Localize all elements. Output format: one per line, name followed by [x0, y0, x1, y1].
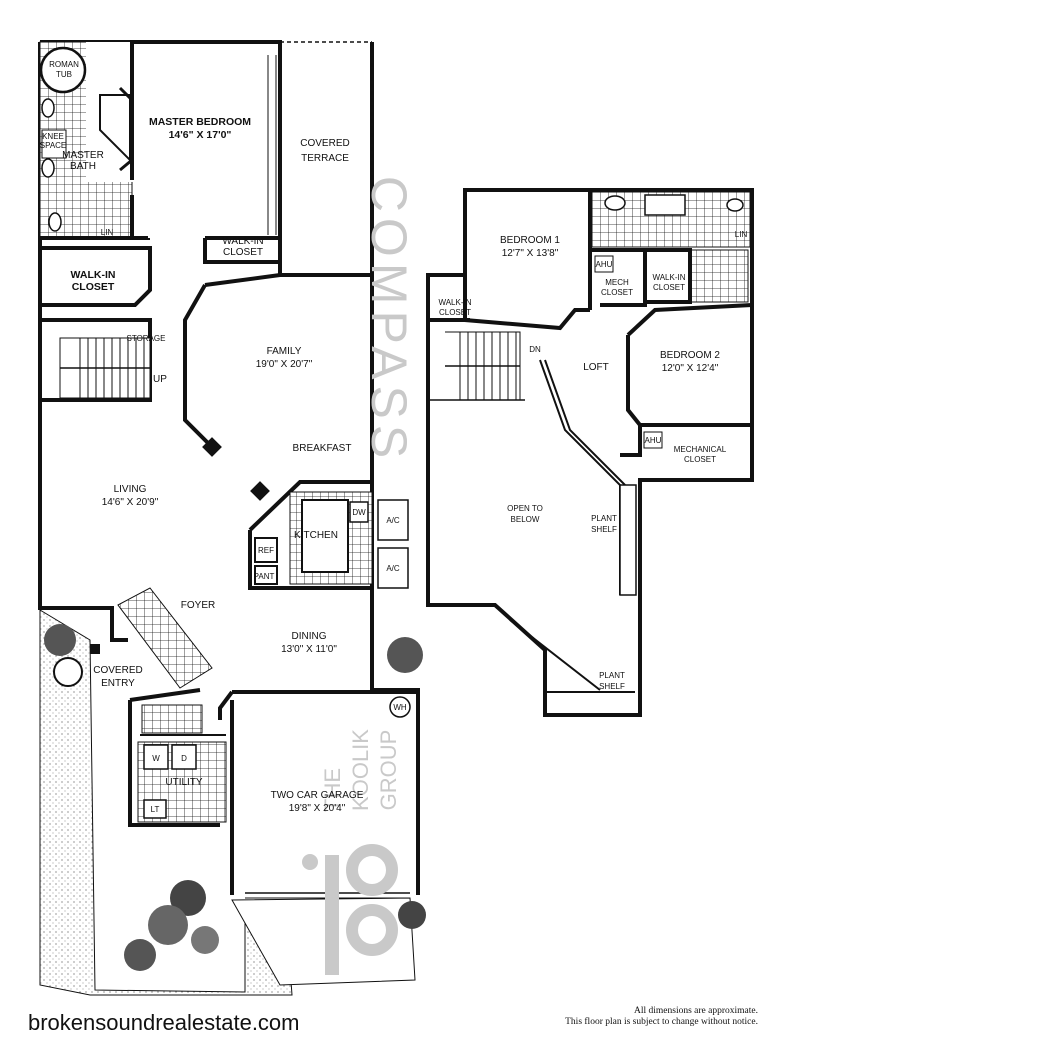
site-url: brokensoundrealestate.com	[28, 1010, 300, 1035]
label-ac-1: A/C	[386, 516, 400, 525]
label-covered-entry-2: ENTRY	[101, 678, 135, 689]
label-knee-space-2: SPACE	[40, 141, 67, 150]
label-mech-closet: MECH	[605, 278, 629, 287]
label-mech-closet-2: CLOSET	[601, 288, 633, 297]
label-walkin-upper-2: CLOSET	[653, 283, 685, 292]
label-dryer: D	[181, 754, 187, 763]
label-breakfast: BREAKFAST	[293, 443, 352, 454]
label-garage-dim: 19'8" X 20'4"	[289, 803, 346, 814]
label-knee-space: KNEE	[42, 132, 64, 141]
label-mechanical-closet: MECHANICAL	[674, 445, 727, 454]
label-bedroom-2: BEDROOM 2	[660, 350, 720, 361]
watermark-compass: COMPASS	[361, 176, 417, 464]
label-lin-1: LIN	[101, 228, 114, 237]
walkin-bed2-floor	[689, 249, 749, 303]
label-walkin-master: WALK-IN	[222, 236, 263, 247]
first-floor	[38, 40, 426, 996]
watermark-the: THE	[320, 768, 345, 812]
label-walkin-bed1-2: CLOSET	[439, 308, 471, 317]
label-covered-entry: COVERED	[93, 665, 142, 676]
disclaimer-line-2: This floor plan is subject to change wit…	[565, 1017, 758, 1027]
second-floor	[426, 188, 754, 717]
shrubs	[44, 624, 426, 971]
label-walkin-left: WALK-IN	[71, 269, 116, 281]
label-lin-2: LIN	[735, 230, 748, 239]
label-open-to-below: OPEN TO	[507, 504, 543, 513]
watermark-koolik: KOOLIK	[348, 729, 373, 811]
label-roman-tub-2: TUB	[56, 70, 72, 79]
label-family: FAMILY	[267, 346, 302, 357]
label-lt: LT	[151, 805, 160, 814]
label-covered-terrace-2: TERRACE	[301, 153, 349, 164]
disclaimer-line-1: All dimensions are approximate.	[634, 1006, 758, 1016]
label-bedroom-1: BEDROOM 1	[500, 235, 560, 246]
label-open-to-below-2: BELOW	[511, 515, 540, 524]
label-family-dim: 19'0" X 20'7"	[256, 359, 313, 370]
label-ref: REF	[258, 546, 274, 555]
label-foyer: FOYER	[181, 600, 215, 611]
label-plant-shelf-2: PLANT	[599, 671, 625, 680]
label-plant-shelf-1: PLANT	[591, 514, 617, 523]
water-heater-icon	[389, 696, 411, 718]
label-walkin-master-2: CLOSET	[223, 247, 263, 258]
label-master-bath: MASTER	[62, 150, 104, 161]
koolik-logo-mark	[302, 844, 398, 975]
label-loft: LOFT	[583, 362, 609, 373]
label-bedroom-1-dim: 12'7" X 13'8"	[502, 248, 559, 259]
label-kitchen: KITCHEN	[294, 530, 338, 541]
label-living-dim: 14'6" X 20'9"	[102, 497, 159, 508]
label-master-bedroom: MASTER BEDROOM	[149, 116, 251, 128]
label-storage: STORAGE	[127, 334, 166, 343]
label-mechanical-closet-2: CLOSET	[684, 455, 716, 464]
label-roman-tub: ROMAN	[49, 60, 79, 69]
label-up: UP	[153, 374, 167, 385]
label-walkin-upper: WALK-IN	[652, 273, 685, 282]
label-master-bedroom-dim: 14'6" X 17'0"	[169, 129, 232, 141]
label-bedroom-2-dim: 12'0" X 12'4"	[662, 363, 719, 374]
label-covered-terrace: COVERED	[300, 138, 349, 149]
label-garage: TWO CAR GARAGE	[271, 790, 364, 801]
label-dn: DN	[529, 345, 541, 354]
label-plant-shelf-2-2: SHELF	[599, 682, 625, 691]
label-ahu-2: AHU	[645, 436, 662, 445]
label-dining-dim: 13'0" X 11'0"	[281, 644, 337, 655]
label-dining: DINING	[292, 631, 327, 642]
foyer-tile	[117, 587, 213, 689]
label-living: LIVING	[114, 484, 147, 495]
label-washer: W	[152, 754, 160, 763]
label-walkin-left-2: CLOSET	[72, 281, 115, 293]
label-walkin-bed1: WALK-IN	[438, 298, 471, 307]
label-master-bath-2: BATH	[70, 161, 96, 172]
label-plant-shelf-1-2: SHELF	[591, 525, 617, 534]
label-ac-2: A/C	[386, 564, 400, 573]
label-pant: PANT	[254, 572, 275, 581]
garage-apron	[231, 897, 416, 986]
label-ahu-1: AHU	[596, 260, 613, 269]
roman-tub-icon	[39, 46, 87, 94]
label-wh: WH	[393, 703, 407, 712]
label-utility: UTILITY	[165, 777, 203, 788]
disclaimer: All dimensions are approximate. This flo…	[548, 1006, 758, 1028]
label-dw: DW	[352, 508, 366, 517]
stair-first-floor	[59, 337, 151, 399]
watermark-group: GROUP	[376, 730, 401, 811]
stair-second-floor	[430, 331, 525, 401]
